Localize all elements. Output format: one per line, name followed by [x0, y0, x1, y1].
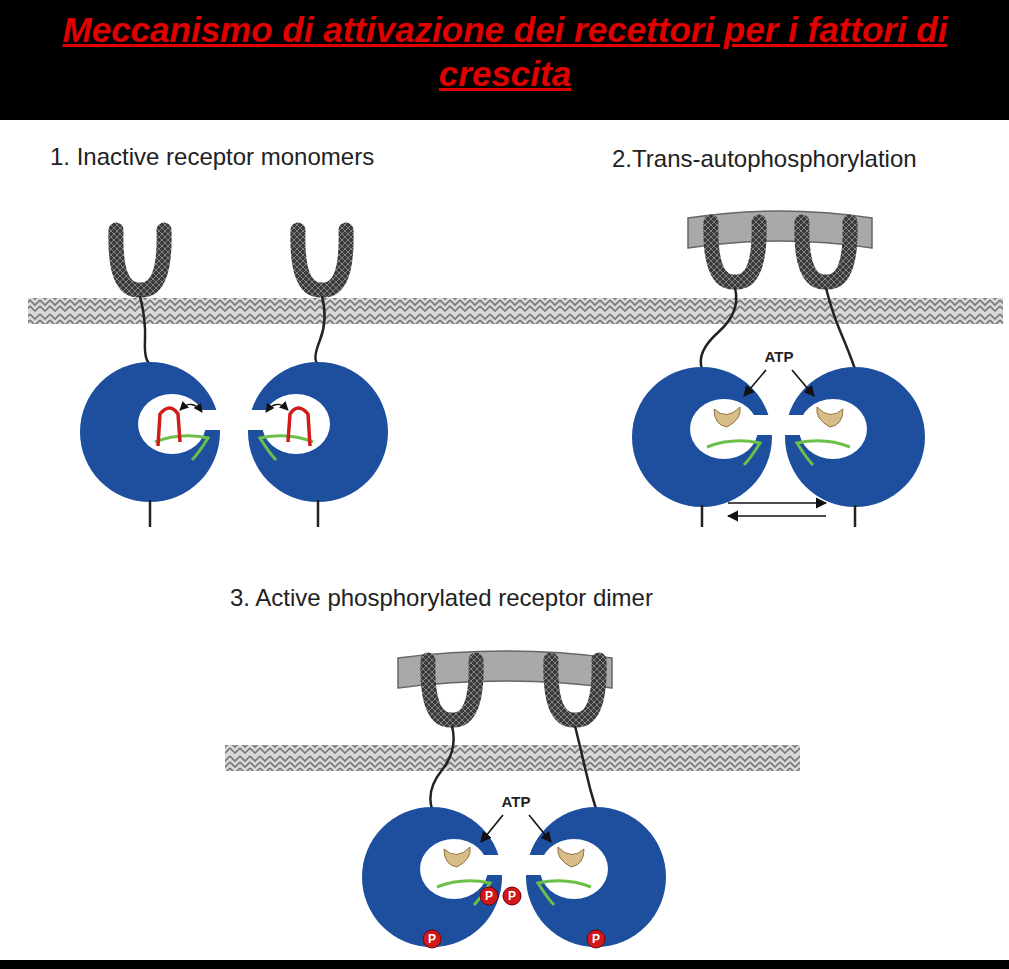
phosphate-label: P: [485, 889, 493, 903]
title: Meccanismo di attivazione dei recettori …: [40, 8, 970, 96]
atp-molecule: [558, 847, 584, 867]
phosphate-label: P: [508, 889, 516, 903]
step-heading: 1. Inactive receptor monomers: [50, 143, 374, 171]
transmembrane-segment: [315, 296, 324, 364]
phosphate-marker: [503, 887, 521, 905]
activation-loop: [797, 441, 850, 465]
kinase-domain: [526, 807, 666, 947]
arrow: [728, 502, 826, 504]
arrow: [529, 815, 551, 842]
transmembrane-segment: [575, 726, 596, 809]
membrane: [28, 298, 1003, 324]
movement-arrow: [266, 404, 288, 412]
inhibitory-loop: [158, 408, 180, 446]
step-heading: 2.Trans-autophosphorylation: [612, 145, 917, 173]
activation-loop: [538, 881, 591, 905]
transmembrane-segment: [826, 288, 855, 369]
kinase-domain: [362, 807, 502, 947]
atp-molecule: [714, 407, 740, 427]
membrane: [225, 745, 800, 771]
activation-loop: [707, 441, 760, 465]
panel: [0, 120, 1009, 960]
kinase-domain: [785, 367, 925, 507]
cytoplasmic-tail: [317, 500, 320, 527]
step-heading: 3. Active phosphorylated receptor dimer: [230, 584, 653, 612]
ligand-binding-domain: [802, 222, 850, 282]
cytoplasmic-tail: [149, 500, 152, 527]
phosphate-label: P: [592, 932, 600, 946]
transmembrane-segment: [140, 296, 150, 364]
arrow: [792, 370, 814, 396]
arrow: [728, 515, 826, 517]
inhibitory-loop: [288, 408, 310, 446]
arrow: [481, 815, 503, 842]
ligand-binding-domain: [551, 660, 599, 720]
kinase-domain: [632, 367, 772, 507]
transmembrane-segment: [430, 726, 453, 809]
transmembrane-segment: [701, 288, 737, 369]
ligand-binding-domain: [116, 230, 164, 290]
phosphate-marker: [423, 930, 441, 948]
ligand-binding-domain: [711, 222, 759, 282]
atp-molecule: [817, 407, 843, 427]
phosphate-label: P: [428, 932, 436, 946]
ligand-binding-domain: [298, 230, 346, 290]
molecule-label: ATP: [502, 793, 531, 810]
movement-arrow: [180, 404, 202, 412]
phosphate-marker: [480, 887, 498, 905]
cytoplasmic-tail: [701, 505, 704, 527]
phosphate-marker: [587, 930, 605, 948]
ligand-binding-domain: [428, 660, 476, 720]
cytoplasmic-tail: [854, 505, 857, 527]
molecule-label: ATP: [765, 348, 794, 365]
kinase-domain: [80, 362, 220, 502]
kinase-domain: [248, 362, 388, 502]
atp-molecule: [444, 847, 470, 867]
arrow: [744, 370, 766, 396]
